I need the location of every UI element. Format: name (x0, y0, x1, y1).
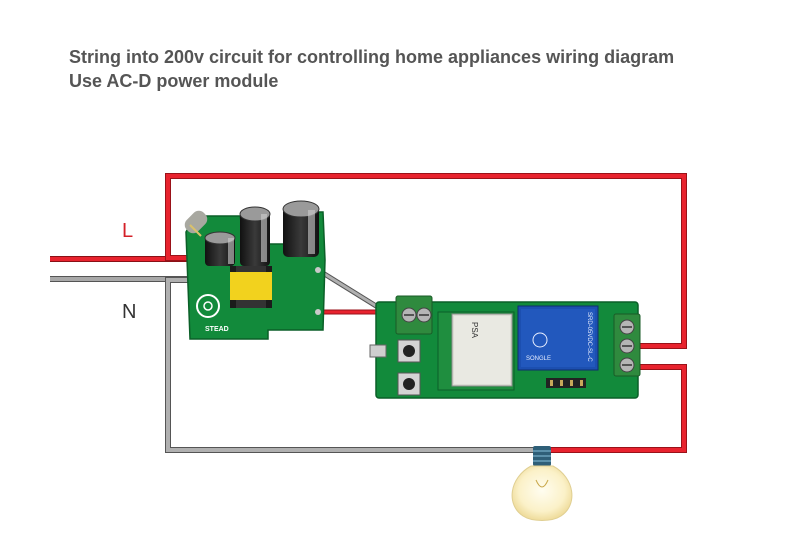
wifi-module: PSA (437, 311, 515, 391)
light-bulb (511, 446, 573, 521)
wifi-relay-board: PSA SRD-05VDC-SL-C SONGLE (369, 295, 641, 399)
ac-dc-power-module: STEAD (184, 200, 326, 340)
relay-output-terminal-block (613, 313, 641, 377)
micro-usb-port (369, 344, 387, 358)
relay-brand-text: SONGLE (526, 356, 551, 362)
neutral-wire-label: N (122, 301, 137, 323)
diagram-title-line-2: Use AC-D power module (69, 71, 279, 91)
pin-header (546, 378, 586, 388)
neutral-return-wire (165, 277, 535, 453)
power-input-terminal-block (395, 295, 433, 335)
fuse-component (184, 210, 208, 237)
capacitor-3 (282, 200, 320, 257)
capacitor-1 (204, 231, 236, 266)
wifi-chip-label: PSA (470, 322, 479, 339)
live-wire-loop (165, 173, 687, 349)
transformer (230, 266, 272, 308)
push-button-1 (397, 339, 421, 363)
capacitor-2 (239, 206, 271, 266)
push-button-2 (397, 372, 421, 396)
power-module-brand-text: STEAD (205, 326, 229, 333)
live-wire-label: L (122, 220, 134, 242)
diagram-title-line-1: String into 200v circuit for controlling… (69, 47, 675, 67)
relay-model-text: SRD-05VDC-SL-C (586, 312, 592, 362)
relay: SRD-05VDC-SL-C SONGLE (517, 305, 599, 371)
load-wire (548, 364, 687, 453)
power-module-logo: STEAD (196, 294, 229, 333)
